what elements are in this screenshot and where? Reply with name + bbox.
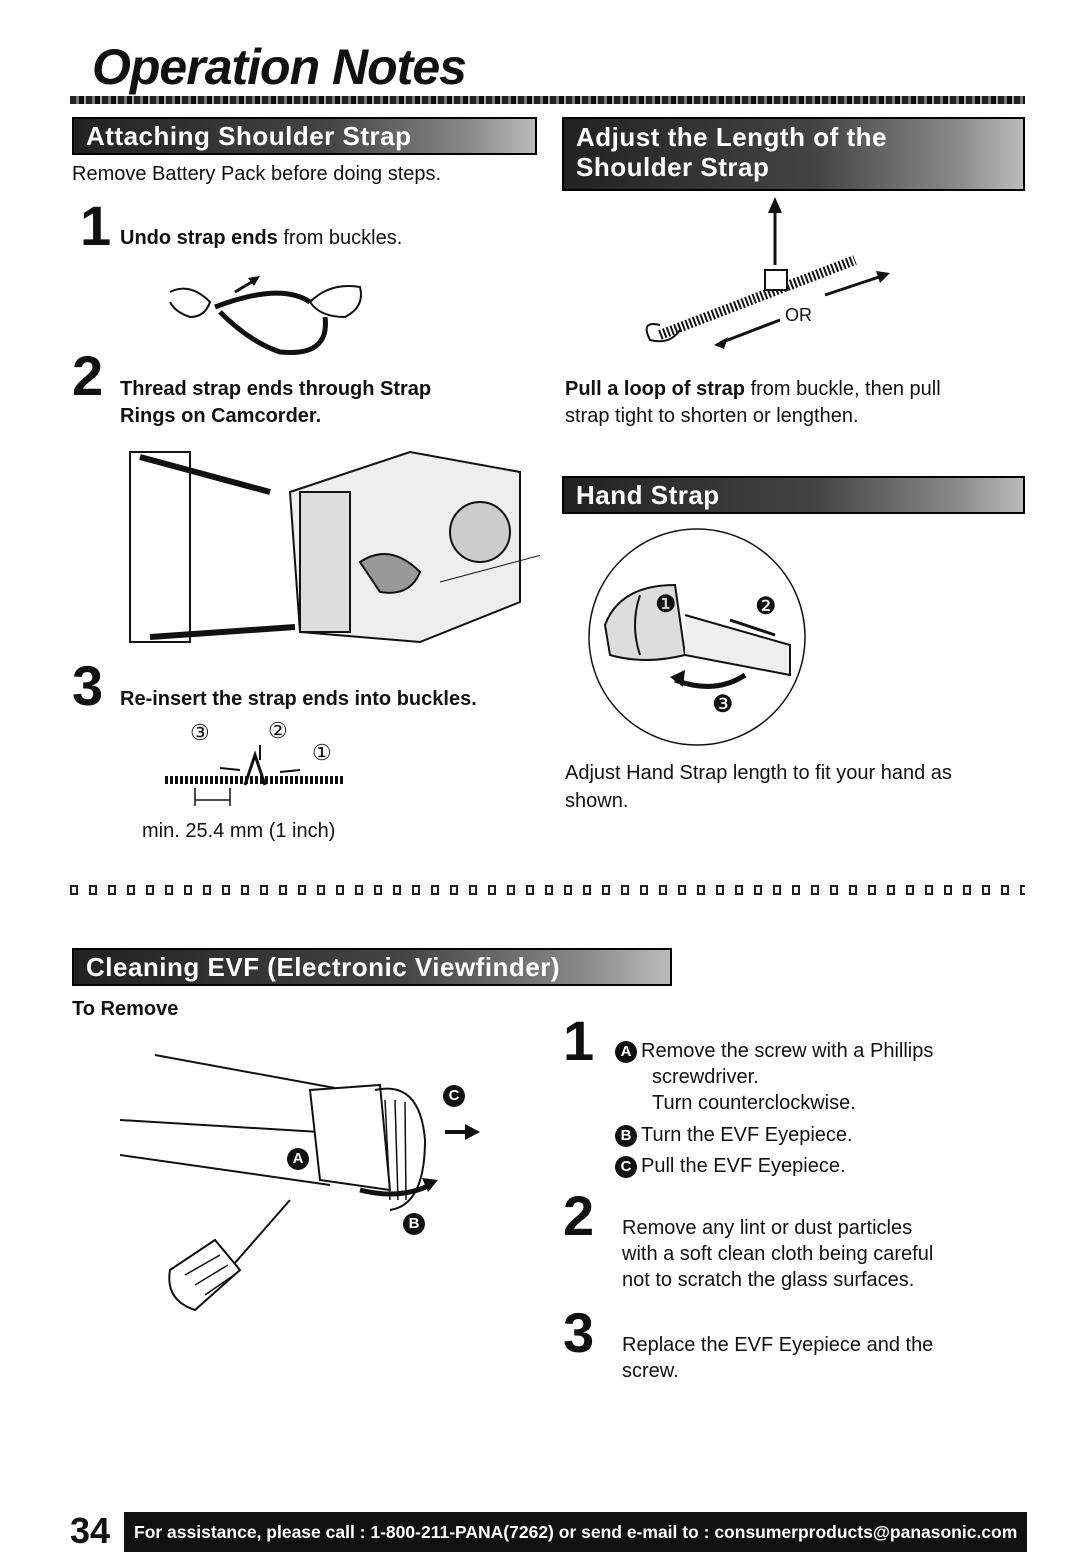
hand-callout-2: ❷ <box>755 593 777 620</box>
hand-strap-illustration <box>588 528 806 746</box>
title-divider <box>70 96 1025 104</box>
evf-step2-number: 2 <box>563 1184 595 1247</box>
to-remove-label: To Remove <box>72 998 179 1020</box>
section-header-attaching-strap: Attaching Shoulder Strap <box>72 117 537 155</box>
attach-step2-line2: Rings on Camcorder. <box>120 405 322 427</box>
buckle-label-2: ② <box>268 718 288 743</box>
adjust-text-line1: Pull a loop of strap from buckle, then p… <box>565 378 941 400</box>
attach-step1-text: Undo strap ends from buckles. <box>120 227 403 249</box>
callout-b-icon: B <box>615 1124 637 1147</box>
buckle-label-1: ① <box>312 740 332 765</box>
page-number: 34 <box>70 1510 111 1551</box>
assistance-banner: For assistance, please call : 1-800-211-… <box>124 1512 1027 1552</box>
evf-step2-line3: not to scratch the glass surfaces. <box>622 1269 915 1291</box>
evf-illustration <box>119 1054 480 1312</box>
evf-step3-line1: Replace the EVF Eyepiece and the <box>622 1334 934 1356</box>
evf-step2-line2: with a soft clean cloth being careful <box>622 1243 934 1265</box>
attach-step3-number: 3 <box>72 654 104 717</box>
strap-undo-illustration <box>169 276 362 356</box>
evf-step2-line1: Remove any lint or dust particles <box>622 1217 913 1239</box>
evf-step1-a-line3: Turn counterclockwise. <box>652 1092 856 1114</box>
attach-step2-line1: Thread strap ends through Strap <box>120 378 432 400</box>
attach-step3-text: Re-insert the strap ends into buckles. <box>120 688 477 710</box>
evf-step3-number: 3 <box>563 1301 595 1364</box>
evf-step1-a-line2: screwdriver. <box>652 1066 759 1088</box>
section-header-cleaning-evf: Cleaning EVF (Electronic Viewfinder) <box>72 948 672 986</box>
buckle-measure: min. 25.4 mm (1 inch) <box>142 820 336 842</box>
evf-callout-c: C <box>443 1085 469 1107</box>
attach-step2-number: 2 <box>72 344 104 407</box>
section-header-hand-strap: Hand Strap <box>562 476 1025 514</box>
callout-c-icon: C <box>615 1155 637 1178</box>
hand-callout-3: ❸ <box>712 691 734 718</box>
evf-callout-a: A <box>287 1148 313 1170</box>
adjust-text-line2: strap tight to shorten or lengthen. <box>565 405 859 427</box>
hand-callout-1: ❶ <box>655 591 677 618</box>
page-title: Operation Notes <box>92 39 467 95</box>
evf-step1-number: 1 <box>563 1009 595 1072</box>
adjust-strap-illustration <box>645 197 890 349</box>
attach-intro: Remove Battery Pack before doing steps. <box>72 163 442 185</box>
evf-callout-b: B <box>403 1213 429 1235</box>
hand-text-line1: Adjust Hand Strap length to fit your han… <box>565 762 952 784</box>
or-label: OR <box>785 305 812 325</box>
buckle-illustration <box>165 745 345 806</box>
attach-step1-number: 1 <box>80 194 112 257</box>
buckle-label-3: ③ <box>190 720 210 745</box>
section-header-adjust-length: Adjust the Length of the Shoulder Strap <box>562 117 1025 191</box>
evf-step3-line2: screw. <box>622 1360 679 1382</box>
section-separator <box>70 885 1025 895</box>
hand-text-line2: shown. <box>565 790 629 812</box>
callout-a-icon: A <box>615 1040 637 1063</box>
camcorder-strap-illustration <box>129 450 540 644</box>
